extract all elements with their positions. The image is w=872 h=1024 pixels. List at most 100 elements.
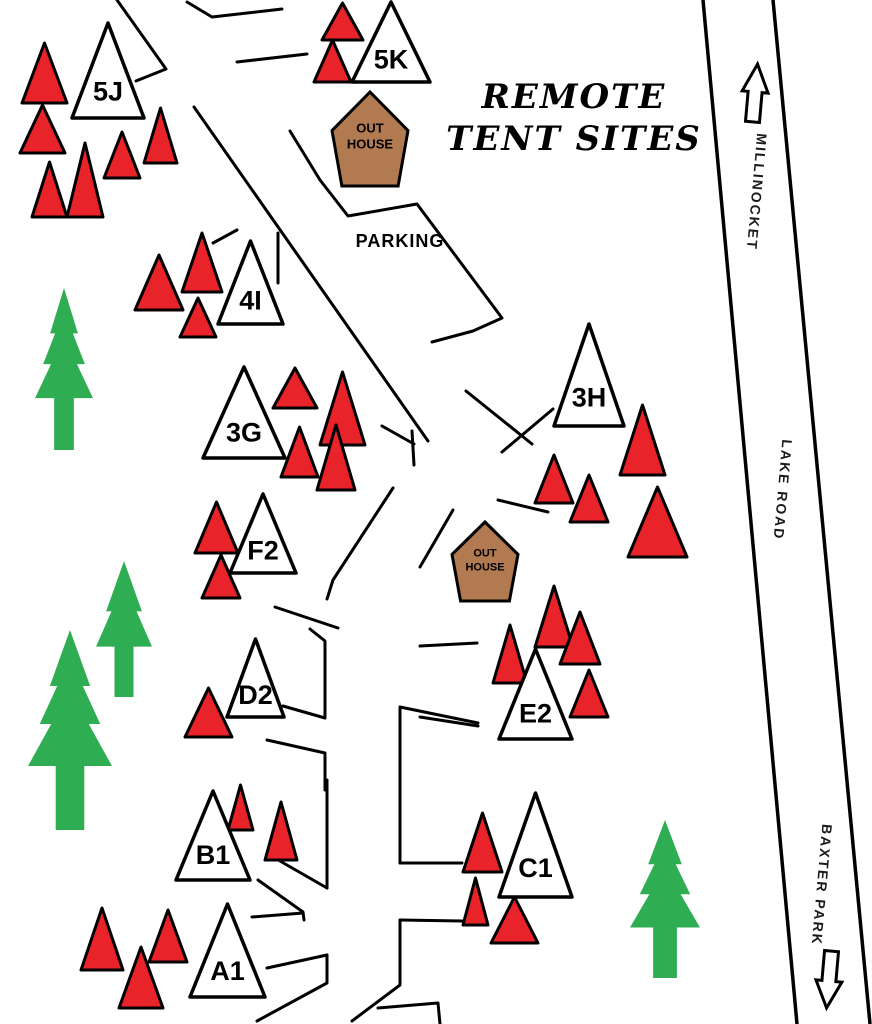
site-triangle	[350, 0, 432, 84]
map-title-line2: TENT SITES	[446, 119, 702, 159]
trail-path	[398, 705, 480, 725]
trail-path	[376, 1001, 442, 1024]
trail-path	[398, 918, 464, 923]
tent-icon	[315, 423, 357, 492]
road-destination-baxter-park: BAXTER PARK	[809, 823, 836, 946]
site-triangle	[188, 902, 267, 999]
site-triangle	[225, 637, 286, 719]
site-label: B1	[196, 840, 231, 870]
trail-path	[250, 911, 305, 919]
tent-icon	[558, 610, 602, 666]
site-b1: B1	[174, 789, 252, 882]
tent-icon	[65, 141, 105, 219]
trail-path	[211, 228, 239, 245]
site-5k: 5K	[350, 0, 432, 84]
site-triangle	[552, 322, 626, 428]
tent-icon	[318, 370, 367, 447]
map-title-line1: REMOTE	[481, 77, 667, 117]
tent-icon	[79, 906, 125, 972]
trail-path	[235, 52, 309, 64]
trail-path	[273, 605, 340, 630]
tent-icon	[491, 623, 529, 685]
site-d2: D2	[225, 637, 286, 719]
site-3g: 3G	[201, 365, 287, 460]
site-triangle	[497, 647, 574, 741]
outhouse-label: OUT	[473, 547, 497, 559]
tent-icon	[489, 895, 540, 945]
site-label: 5K	[374, 44, 409, 74]
trail-path	[496, 498, 550, 514]
tree-icon	[35, 288, 93, 450]
trail-path	[265, 738, 327, 792]
trail-path	[308, 627, 327, 720]
site-label: 3H	[572, 382, 607, 412]
tent-icon	[568, 668, 610, 719]
tree-icon	[28, 630, 112, 830]
tree-trunk	[54, 388, 74, 450]
tent-icon	[226, 783, 255, 832]
site-label: A1	[210, 956, 245, 986]
trail-path	[410, 429, 416, 467]
site-label: 5J	[93, 76, 123, 106]
site-triangle	[201, 365, 287, 460]
trail-path	[325, 486, 395, 601]
tents-layer	[18, 1, 689, 1010]
site-e2: E2	[497, 647, 574, 741]
site-triangle	[70, 21, 146, 120]
tent-icon	[30, 160, 69, 219]
trail-path	[380, 424, 416, 446]
trail-path	[115, 0, 168, 83]
tree-trunk	[114, 639, 134, 697]
trail-path	[418, 641, 479, 648]
trail-path	[255, 953, 329, 1023]
trees-layer	[28, 288, 700, 978]
site-label: 3G	[226, 417, 262, 447]
tree-tier	[630, 867, 700, 928]
tree-trunk	[653, 917, 677, 978]
trail-path	[350, 918, 402, 1023]
outhouse-label: OUT	[356, 121, 384, 136]
tree-tier	[96, 582, 152, 647]
tent-icon	[279, 425, 320, 479]
site-5j: 5J	[70, 21, 146, 120]
tent-icon	[200, 553, 242, 600]
tent-icon	[312, 38, 353, 84]
site-triangle	[497, 791, 574, 899]
site-triangle	[216, 239, 285, 326]
site-f2: F2	[228, 492, 298, 575]
trail-path	[281, 704, 327, 720]
outhouse-label: HOUSE	[347, 137, 394, 152]
tree-icon	[96, 561, 152, 697]
trail-path	[288, 129, 504, 344]
road-line	[771, 0, 872, 1024]
tent-icon	[626, 485, 689, 559]
road-arrow-up-icon	[739, 60, 771, 125]
outhouse-shape	[330, 89, 410, 188]
road-line	[701, 0, 799, 1024]
site-3h: 3H	[552, 322, 626, 428]
trail-path	[192, 105, 430, 443]
site-label: C1	[518, 853, 553, 883]
site-c1: C1	[497, 791, 574, 899]
tent-icon	[271, 366, 319, 410]
site-label: F2	[247, 536, 279, 566]
tent-icon	[533, 584, 575, 649]
tent-icon	[533, 453, 575, 505]
tent-icon	[461, 876, 490, 927]
site-triangle	[174, 789, 252, 882]
trail-path	[418, 715, 480, 728]
site-label: D2	[238, 680, 273, 710]
trail-path	[500, 407, 555, 454]
parking-label: PARKING	[356, 231, 445, 251]
tent-icon	[320, 1, 365, 42]
trail-path	[185, 0, 284, 19]
tent-icon	[142, 106, 179, 165]
site-4i: 4I	[216, 239, 285, 326]
tent-icon	[18, 103, 67, 155]
trail-path	[418, 508, 455, 569]
